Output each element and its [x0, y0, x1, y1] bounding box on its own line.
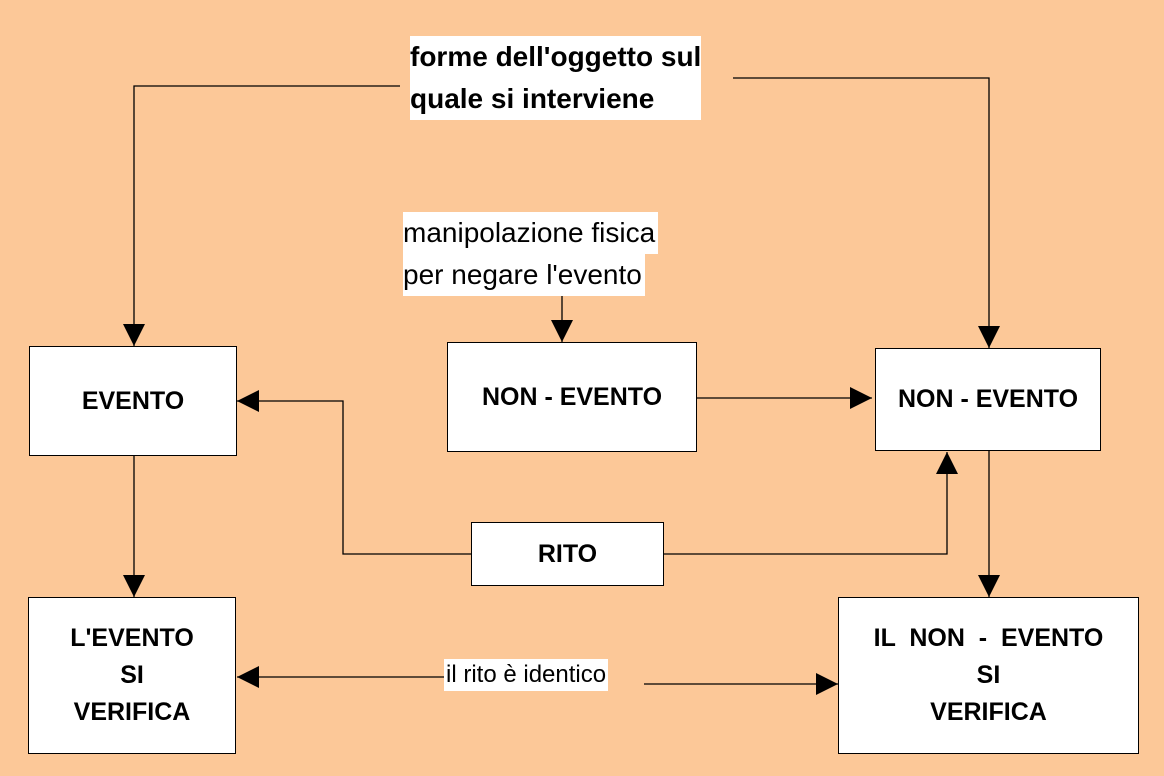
manipulation-label-line1: manipolazione fisica	[403, 212, 659, 254]
box-non-evento-right-label: NON - EVENTO	[897, 385, 1079, 413]
box-evento-occurs-line3: VERIFICA	[73, 698, 191, 726]
arrow-top-to-non-evento-right	[733, 77, 1000, 348]
box-evento-label: EVENTO	[81, 386, 185, 415]
box-evento-occurs-line2: SI	[120, 661, 144, 689]
top-label: forme dell'oggetto sul quale si intervie…	[410, 36, 702, 120]
box-non-evento-occurs-line3: VERIFICA	[930, 698, 1047, 726]
box-non-evento-occurs: IL NON - EVENTO SI VERIFICA	[838, 597, 1139, 754]
box-evento-occurs: L'EVENTO SI VERIFICA	[28, 597, 236, 754]
box-rito-label: RITO	[537, 539, 598, 568]
box-evento-occurs-line1: L'EVENTO	[70, 624, 194, 652]
top-label-line2: quale si interviene	[410, 83, 655, 114]
identical-rite-label: il rito è identico	[444, 659, 609, 691]
arrow-top-to-evento	[123, 85, 400, 346]
box-evento: EVENTO	[29, 346, 237, 456]
box-rito: RITO	[471, 522, 664, 586]
manipulation-label: manipolazione fisica per negare l'evento	[403, 212, 659, 296]
box-non-evento-occurs-line2: SI	[976, 661, 1001, 689]
box-non-evento-occurs-line1: IL NON - EVENTO	[873, 624, 1104, 652]
box-non-evento-center-label: NON - EVENTO	[481, 382, 663, 411]
box-non-evento-center: NON - EVENTO	[447, 342, 697, 452]
arrow-rito-to-evento	[237, 390, 471, 555]
box-non-evento-right: NON - EVENTO	[875, 348, 1101, 451]
arrow-rito-to-non-evento	[663, 452, 958, 555]
manipulation-label-line2: per negare l'evento	[403, 254, 645, 296]
top-label-line1: forme dell'oggetto sul	[410, 41, 702, 72]
